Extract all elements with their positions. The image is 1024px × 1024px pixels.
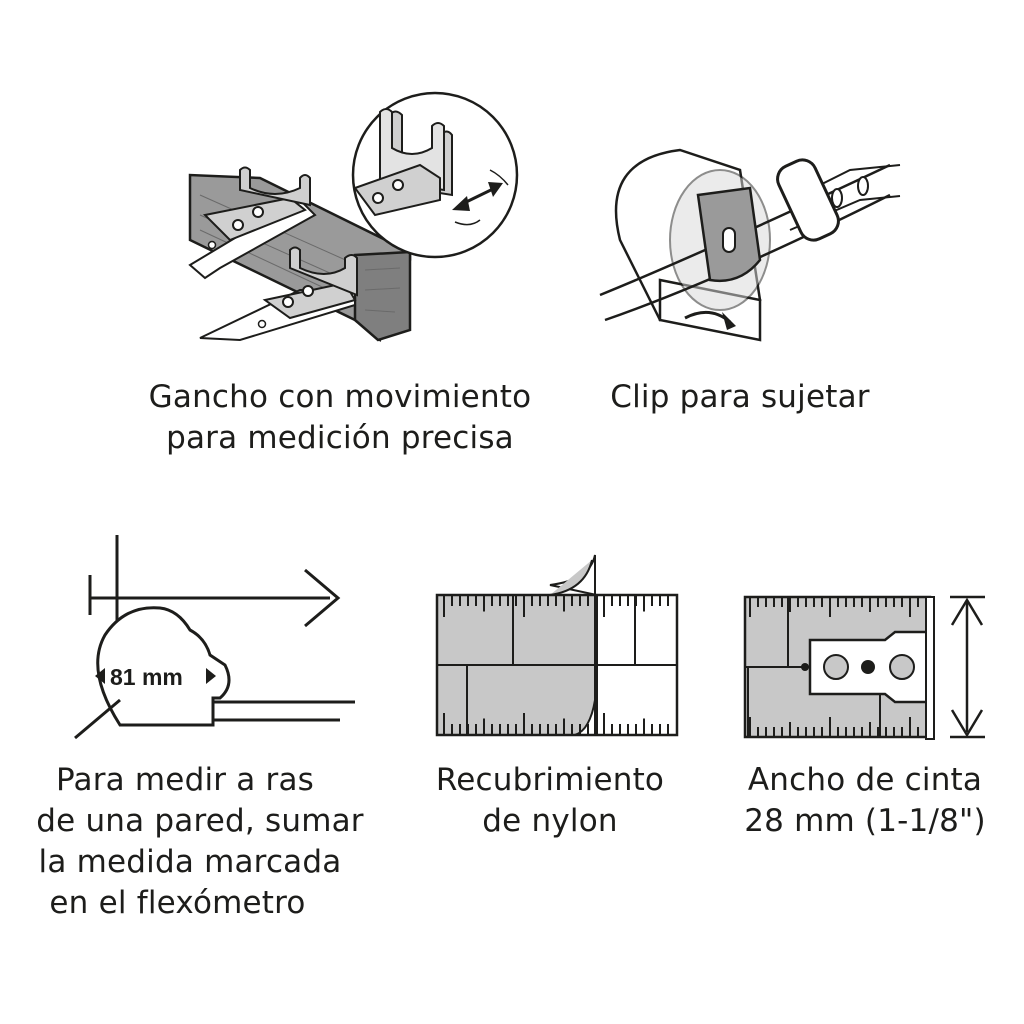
- clip-caption: Clip para sujetar: [610, 379, 870, 415]
- nylon-caption: Recubrimiento de nylon: [435, 762, 665, 839]
- nylon-tape-illustration: [435, 554, 679, 737]
- arrow-right-small-icon: [206, 668, 216, 684]
- flush-caption: Para medir a ras de una pared, sumar la …: [36, 762, 364, 921]
- flush-measure-illustration: [74, 535, 355, 740]
- width-caption: Ancho de cinta 28 mm (1-1/8"): [744, 762, 986, 839]
- tape-case-outline: [96, 606, 231, 727]
- case-width-value: 81 mm: [110, 664, 183, 690]
- arrow-right-icon: [304, 568, 341, 628]
- tape-width-illustration: [743, 595, 985, 740]
- hook-lower: [289, 246, 358, 297]
- hook-upper: [239, 166, 311, 207]
- width-feature-panel: Ancho de cinta 28 mm (1-1/8"): [720, 580, 1020, 860]
- flush-measure-panel: 81 mm Para medir a ras de una pared, sum…: [0, 520, 380, 940]
- width-double-arrow-icon: [950, 595, 985, 739]
- nylon-feature-panel: Recubrimiento de nylon: [420, 540, 700, 850]
- movable-hook-illustration: [188, 91, 519, 343]
- clip-feature-panel: Clip para sujetar: [560, 0, 1024, 470]
- arrow-left-icon: [95, 668, 105, 684]
- hook-caption: Gancho con movimiento para medición prec…: [148, 379, 532, 456]
- double-arrow-icon: [452, 169, 509, 226]
- belt-clip-illustration: [599, 148, 901, 342]
- rotate-arrow-icon: [684, 310, 736, 330]
- belt-buckle: [776, 158, 840, 242]
- hook-feature-panel: Gancho con movimiento para medición prec…: [0, 0, 540, 470]
